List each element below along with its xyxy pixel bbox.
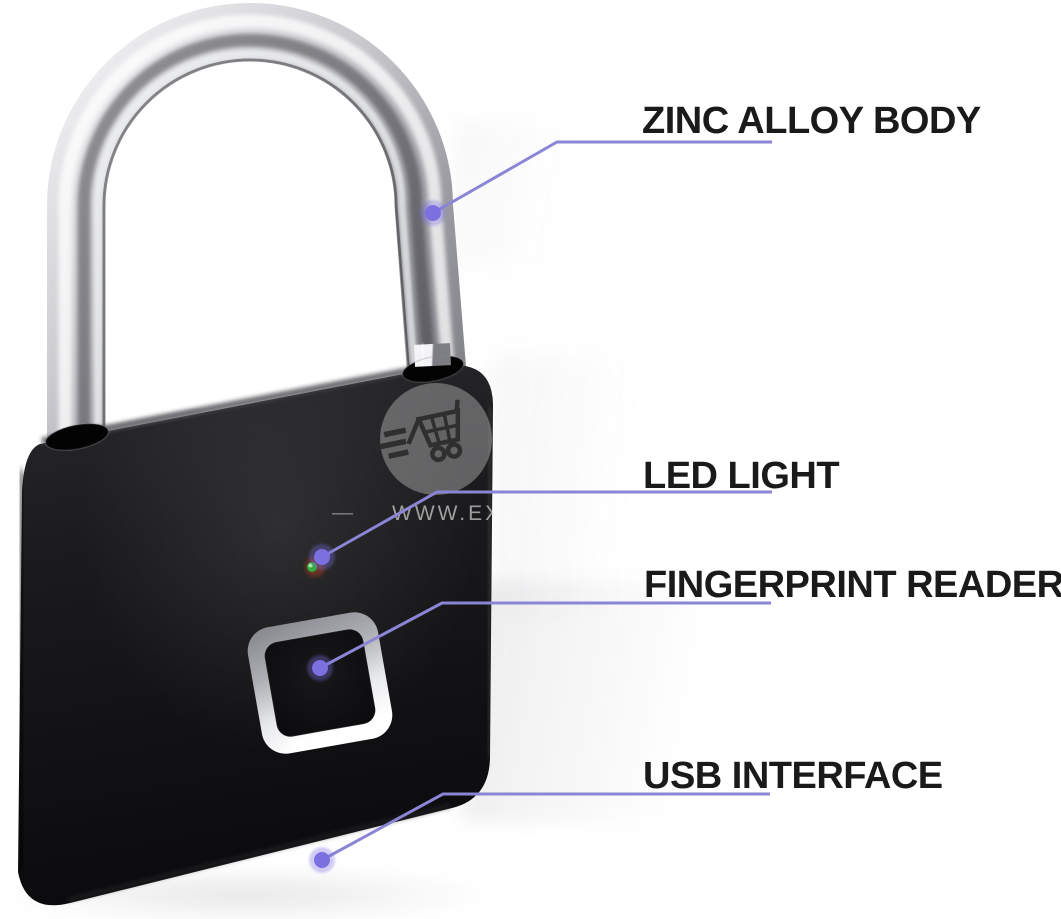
callout-dot-shackle	[425, 205, 441, 221]
shackle-holes	[44, 343, 465, 451]
annotation-label-usb-interface: USB INTERFACE	[643, 755, 943, 797]
callout-dot-fingerprint	[312, 660, 328, 676]
watermark-circle	[380, 383, 492, 495]
callout-line-led-light	[321, 490, 772, 559]
fingerprint-sensor	[247, 612, 393, 754]
callout-line-usb-interface	[321, 792, 770, 862]
fingerprint-window	[264, 629, 376, 737]
callout-dot-led	[314, 549, 330, 565]
watermark-dash: —	[332, 501, 353, 524]
callout-line-fingerprint-reader	[319, 601, 771, 670]
sensor-specular	[284, 728, 367, 748]
watermark: — WWW.EX	[332, 383, 502, 525]
annotation-label-fingerprint-reader: FINGERPRINT READER	[644, 564, 1061, 606]
padlock-shackle	[47, 3, 467, 446]
watermark-text: WWW.EX	[392, 502, 502, 525]
callout-line-zinc-alloy-body	[432, 140, 772, 215]
shopping-cart-icon	[380, 399, 463, 463]
annotation-label-led-light: LED LIGHT	[643, 455, 840, 497]
callout-dots	[307, 200, 446, 873]
callout-dot-usb	[314, 852, 330, 868]
annotation-label-zinc-alloy-body: ZINC ALLOY BODY	[642, 100, 981, 142]
callout-lines	[319, 140, 772, 862]
